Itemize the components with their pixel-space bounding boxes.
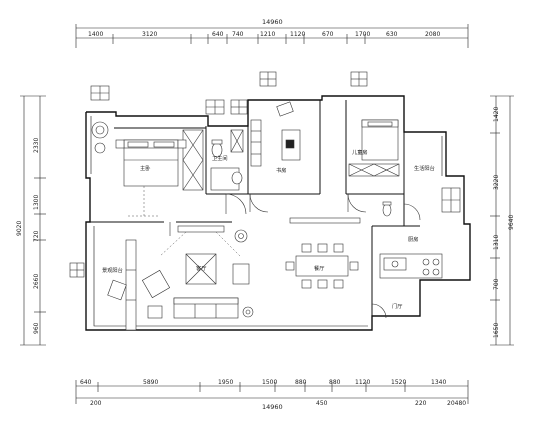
dining-table	[285, 243, 359, 289]
room-label-bathroom: 卫生间	[212, 154, 228, 162]
tv-cabinet-living	[125, 239, 137, 331]
top-seg-4: 740	[232, 31, 244, 38]
top-seg-10: 2080	[425, 31, 440, 38]
bottom-seg-6: 880	[329, 379, 341, 386]
child-bed	[361, 119, 399, 161]
bottom-dimension-chain	[75, 380, 469, 404]
bottom-extra-left: 200	[90, 400, 102, 407]
top-dimension-chain	[75, 24, 469, 48]
cabinet-study	[250, 119, 262, 167]
right-dimension-chain	[490, 95, 514, 346]
window-markers	[69, 71, 368, 278]
living-lamp-icon	[91, 121, 254, 318]
left-dimension-chain	[20, 95, 46, 346]
room-label-dining-room: 餐厅	[314, 264, 324, 272]
left-seg-5: 960	[33, 322, 40, 334]
left-seg-4: 2660	[33, 274, 40, 289]
left-seg-1: 2330	[33, 138, 40, 153]
top-seg-9: 630	[386, 31, 398, 38]
bottom-mid-label: 450	[316, 400, 328, 407]
coffee-table	[185, 253, 217, 285]
bottom-total-label: 14960	[262, 403, 283, 411]
top-seg-6: 1120	[290, 31, 305, 38]
top-seg-1: 1400	[88, 31, 103, 38]
top-seg-3: 640	[212, 31, 224, 38]
room-label-master-bedroom: 主卧	[140, 164, 150, 172]
interior-walls	[90, 100, 420, 316]
balcony-window	[441, 187, 461, 213]
room-label-kitchen: 厨房	[408, 235, 418, 243]
room-label-child-bedroom: 儿童房	[352, 148, 368, 156]
bottom-seg-2: 5890	[143, 379, 158, 386]
cabinet-bathroom	[230, 129, 244, 153]
outer-walls	[85, 95, 471, 331]
bottom-seg-8: 1520	[391, 379, 406, 386]
door-swings	[225, 193, 421, 319]
room-label-entrance: 门厅	[392, 302, 402, 310]
left-seg-2: 1300	[33, 195, 40, 210]
room-label-living-room: 客厅	[196, 264, 206, 272]
bottom-right-a: 220	[415, 400, 427, 407]
glass-partition	[169, 217, 361, 236]
left-seg-3: 720	[33, 230, 40, 242]
bottom-seg-1: 640	[80, 379, 92, 386]
top-total-label: 14960	[262, 18, 283, 26]
bathroom-fixtures	[210, 139, 392, 217]
right-total-label: 9640	[508, 215, 515, 230]
study-desk	[276, 101, 301, 161]
top-seg-7: 670	[322, 31, 334, 38]
projection-lines	[128, 186, 241, 257]
bottom-seg-9: 1340	[431, 379, 446, 386]
right-seg-2: 3220	[493, 175, 500, 190]
bottom-seg-5: 880	[295, 379, 307, 386]
kitchen-counter	[379, 253, 443, 279]
bottom-seg-4: 1500	[262, 379, 277, 386]
top-seg-8: 1700	[355, 31, 370, 38]
right-seg-3: 1310	[493, 235, 500, 250]
wardrobe-master	[182, 129, 204, 191]
room-label-balcony: 景观阳台	[102, 266, 123, 274]
wall-fill-bands	[90, 116, 443, 327]
master-bed	[115, 139, 187, 187]
living-sofa	[173, 297, 239, 319]
right-seg-1: 1420	[493, 107, 500, 122]
living-armchairs	[107, 263, 250, 319]
right-seg-4: 700	[493, 278, 500, 290]
bottom-right-b: 20480	[447, 400, 466, 407]
top-seg-2: 3120	[142, 31, 157, 38]
room-label-storage: 生活阳台	[414, 164, 435, 172]
top-seg-5: 1210	[260, 31, 275, 38]
room-label-study: 书房	[276, 166, 286, 174]
bottom-seg-3: 1950	[218, 379, 233, 386]
wardrobe-child	[348, 163, 400, 177]
right-seg-5: 1650	[493, 323, 500, 338]
left-total-label: 9020	[16, 221, 23, 236]
bottom-seg-7: 1120	[355, 379, 370, 386]
